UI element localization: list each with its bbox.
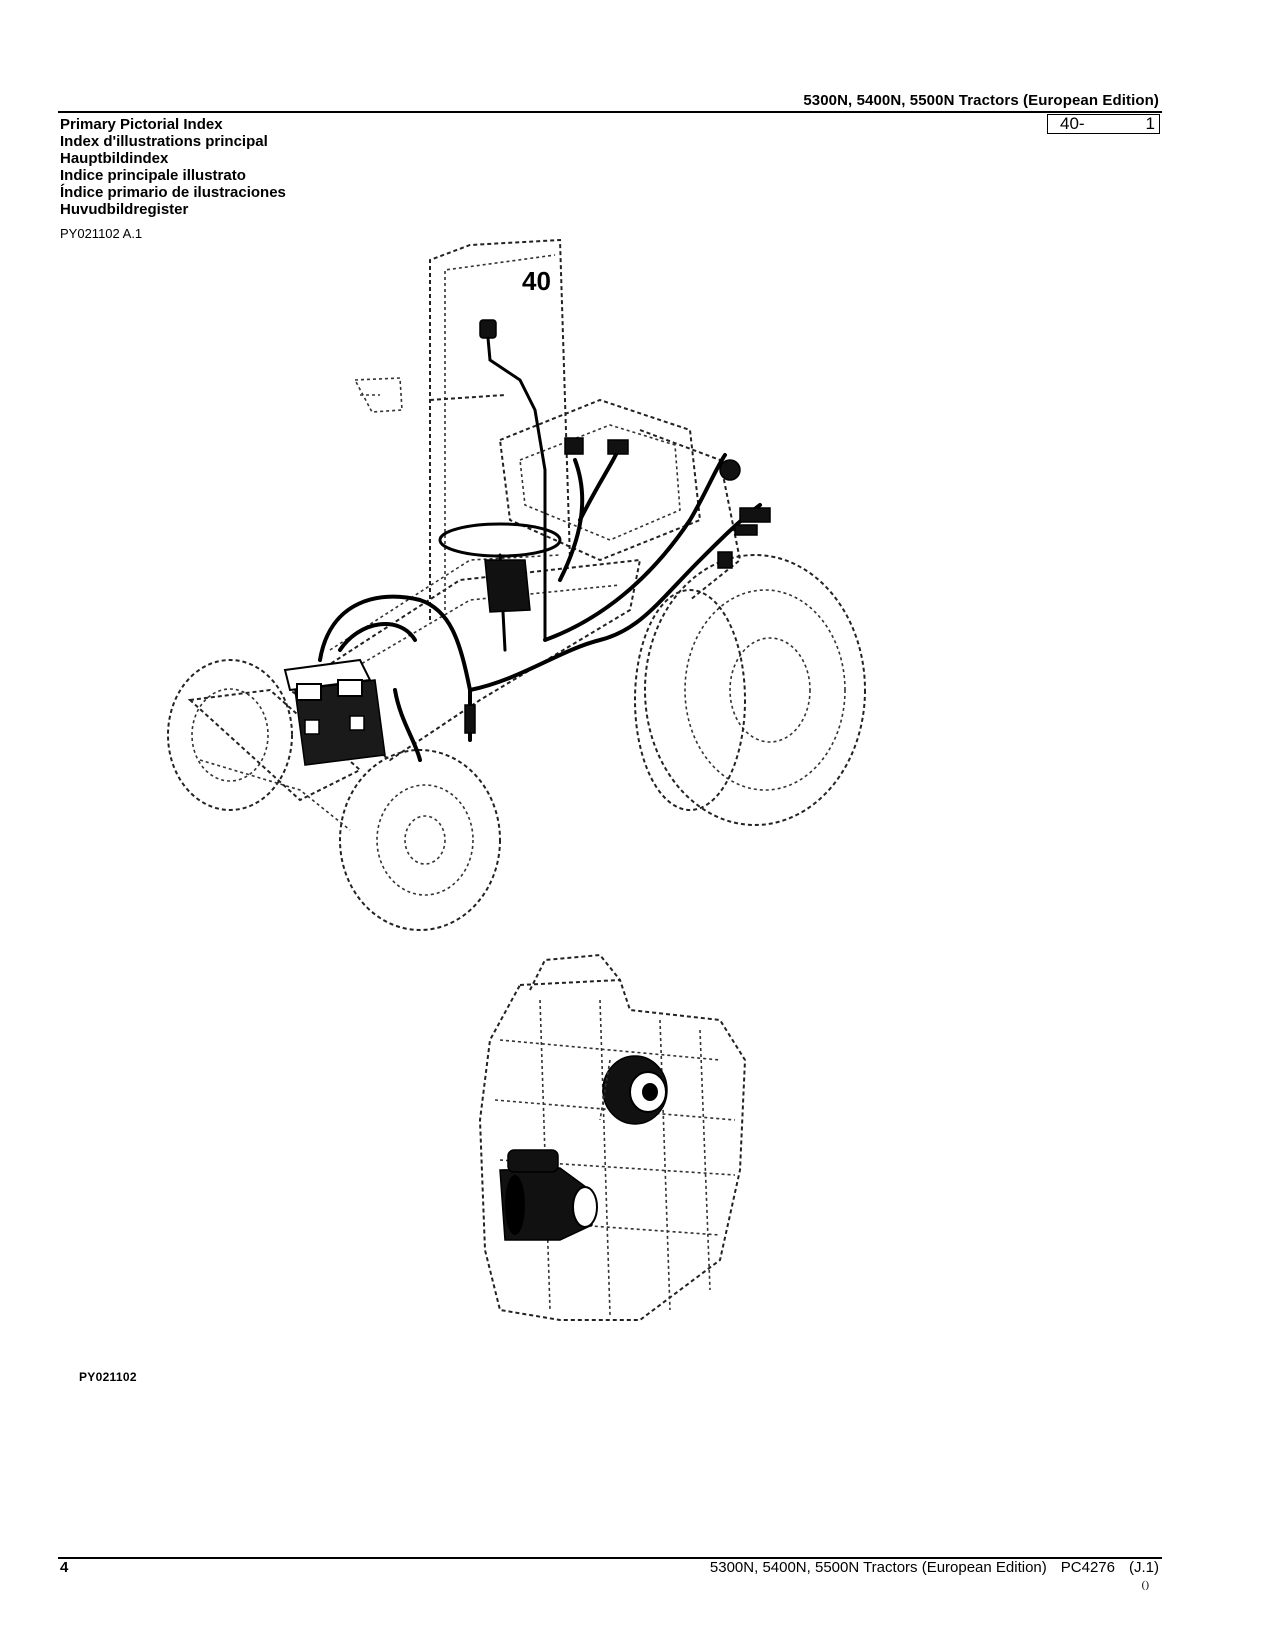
header-title: 5300N, 5400N, 5500N Tractors (European E… — [803, 92, 1159, 109]
footer-page-number: 4 — [60, 1559, 69, 1576]
footer-info: 5300N, 5400N, 5500N Tractors (European E… — [710, 1559, 1159, 1576]
title-de: Hauptbildindex — [60, 150, 169, 167]
title-it: Indice principale illustrato — [60, 167, 246, 184]
figure-code: PY021102 — [79, 1370, 137, 1384]
title-sv: Huvudbildregister — [60, 201, 189, 218]
page-reference-box: 40- 1 — [1047, 114, 1160, 134]
footer-divider — [58, 1557, 1162, 1559]
section-prefix: 40- — [1060, 114, 1085, 133]
footer-mark: () — [1141, 1579, 1149, 1591]
header-divider — [58, 111, 1162, 113]
footer-revision: (J.1) — [1129, 1559, 1159, 1576]
reference-code: PY021102 A.1 — [60, 226, 143, 241]
section-number: 40 — [522, 266, 551, 296]
footer-title: 5300N, 5400N, 5500N Tractors (European E… — [709, 1559, 1047, 1576]
index-titles: Primary Pictorial Index Index d'illustra… — [60, 116, 286, 218]
section-page-number: 1 — [1145, 114, 1155, 133]
title-en: Primary Pictorial Index — [60, 116, 223, 133]
title-es: Índice primario de ilustraciones — [60, 184, 286, 201]
footer-catalog: PC4276 — [1060, 1559, 1115, 1576]
title-fr: Index d'illustrations principal — [60, 133, 268, 150]
